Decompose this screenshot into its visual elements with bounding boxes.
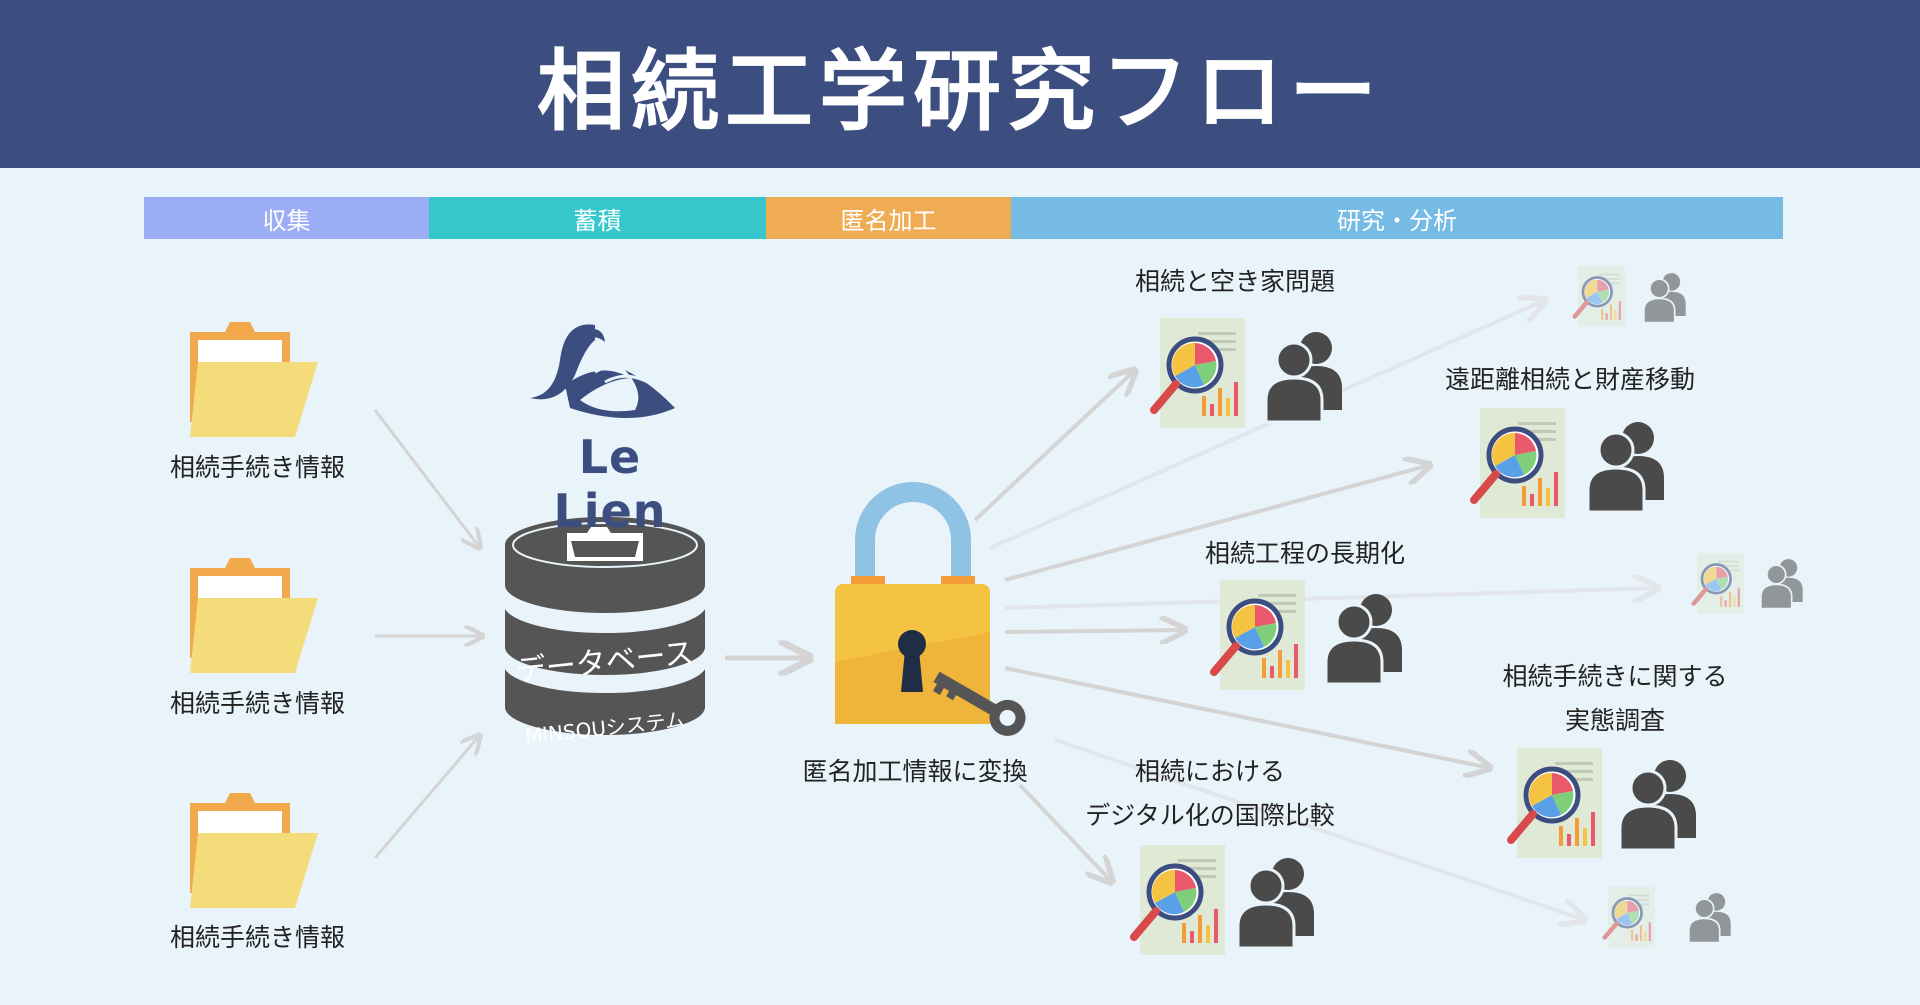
source-label: 相続手続き情報 [169, 453, 345, 482]
arrow-faint-3 [1054, 738, 1585, 920]
arrow-source1-db [373, 409, 480, 548]
arrow-to-topic1 [973, 370, 1135, 522]
report-icon [1154, 318, 1245, 428]
report-icon [1605, 887, 1655, 948]
people-icon [1586, 420, 1666, 514]
people-icon [1760, 558, 1804, 610]
database-icon [503, 517, 707, 735]
logo-wordmark: Le Lien [553, 430, 667, 538]
folder-icon [190, 793, 318, 908]
report-icon [1214, 580, 1305, 690]
anonymize-label: 匿名加工情報に変換 [802, 757, 1028, 786]
stage-anonymize: 匿名加工 [766, 197, 1011, 239]
folder-icon [190, 558, 318, 673]
report-icon [1694, 553, 1744, 614]
people-icon [1688, 892, 1732, 944]
arrow-faint-2 [1004, 588, 1658, 610]
topic-title: 相続と空き家問題 [1134, 267, 1335, 296]
topic-title: 相続手続きに関する 実態調査 [1502, 662, 1728, 735]
people-icon [1236, 856, 1316, 950]
arrow-faint-1 [989, 300, 1545, 550]
stage-research: 研究・分析 [1011, 197, 1783, 239]
report-icon [1134, 845, 1225, 955]
people-icon [1324, 592, 1404, 686]
people-icon [1618, 758, 1698, 852]
arrow-to-topic4 [1004, 666, 1490, 768]
report-icon [1575, 266, 1625, 327]
topic-title: 遠距離相続と財産移動 [1444, 365, 1695, 394]
arrow-to-topic3 [1004, 630, 1185, 632]
source-label: 相続手続き情報 [169, 923, 345, 952]
arrow-source3-db [373, 735, 480, 859]
report-icon [1511, 748, 1602, 858]
lelien-logo-icon [530, 324, 675, 418]
report-icon [1474, 408, 1565, 518]
stage-collect: 収集 [144, 197, 429, 239]
arrow-to-topic2 [1004, 465, 1430, 582]
topic-title: 相続における デジタル化の国際比較 [1085, 757, 1335, 830]
stage-accumulate: 蓄積 [429, 197, 766, 239]
arrow-to-topic5 [1018, 783, 1112, 882]
people-icon [1643, 272, 1687, 324]
source-label: 相続手続き情報 [169, 689, 345, 718]
page-title: 相続工学研究フロー [536, 39, 1383, 143]
topic-title: 相続工程の長期化 [1204, 539, 1405, 568]
people-icon [1264, 330, 1344, 424]
header-bar: 相続工学研究フロー [0, 0, 1920, 168]
key-icon [932, 671, 1026, 736]
folder-icon [190, 322, 318, 437]
